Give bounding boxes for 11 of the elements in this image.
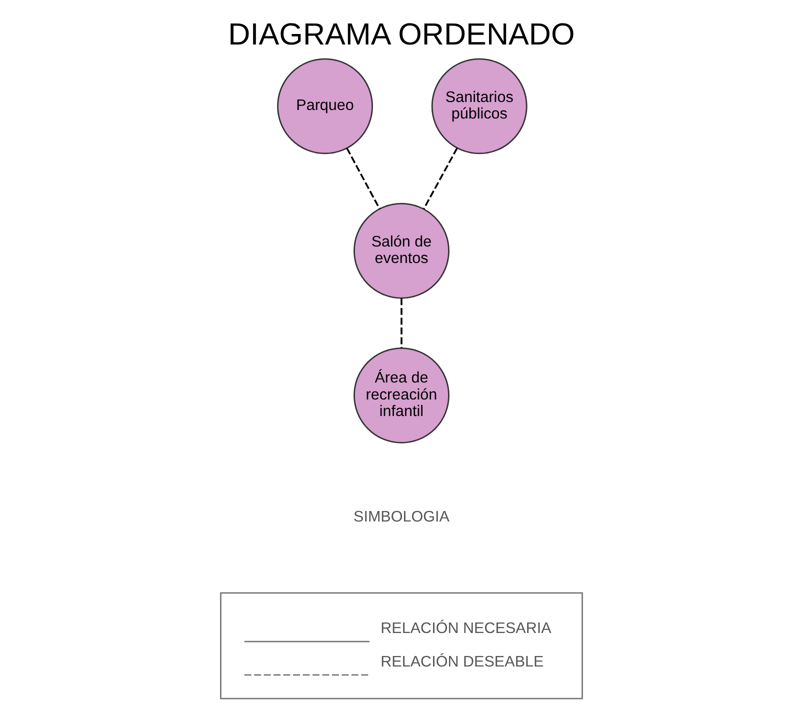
node-circle: Parqueo — [276, 58, 372, 154]
legend-label: RELACIÓN NECESARIA — [380, 620, 551, 637]
node-circle: Salón de eventos — [353, 202, 449, 299]
node-circle: Área de recreación infantil — [353, 347, 449, 444]
node-circle: Sanitarios públicos — [430, 58, 527, 154]
connector — [346, 148, 380, 210]
diagram-title: DIAGRAMA ORDENADO — [228, 17, 574, 52]
connector — [422, 148, 458, 210]
connector — [400, 298, 402, 348]
label: SIMBOLOGIA — [353, 508, 449, 526]
legend-label: RELACIÓN DESEABLE — [380, 653, 544, 670]
